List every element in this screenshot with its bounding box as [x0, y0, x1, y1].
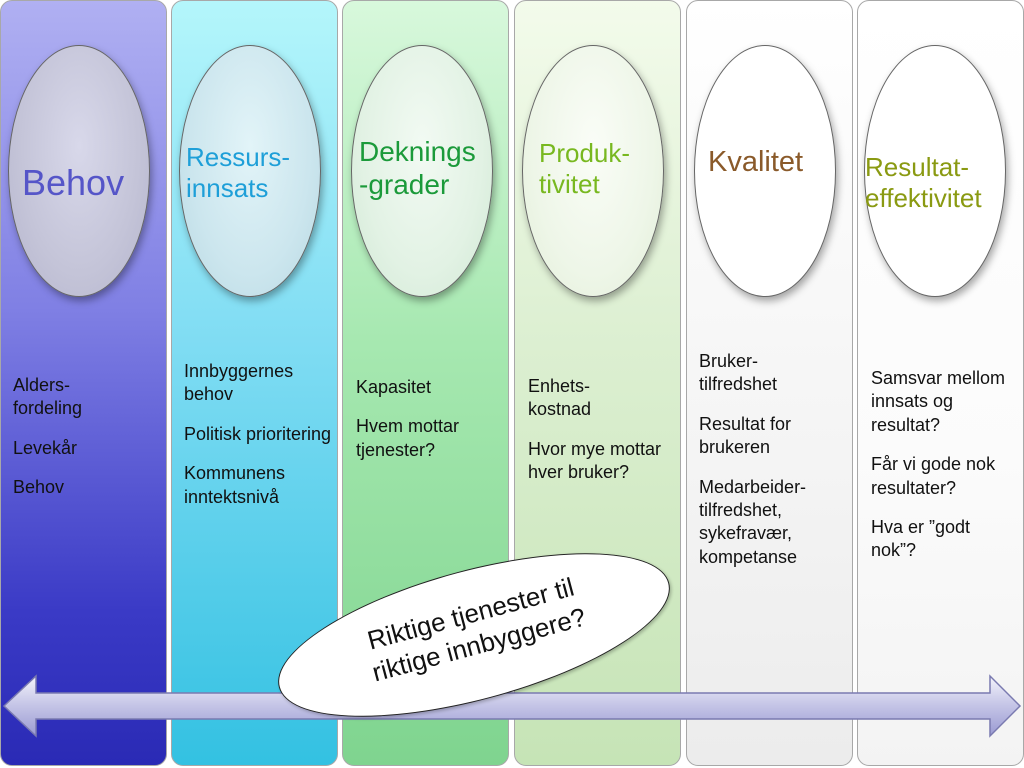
list-item: Levekår — [13, 437, 78, 458]
items-resultateffektivitet: Samsvar mellom innsats og resultat? Får … — [871, 367, 1016, 579]
title-produktivitet: Produk-tivitet — [539, 138, 631, 199]
oval-resultateffektivitet — [864, 45, 1006, 297]
double-headed-arrow-icon — [2, 674, 1022, 738]
oval-produktivitet — [522, 45, 664, 297]
oval-behov — [8, 45, 150, 297]
title-behov: Behov — [22, 162, 125, 203]
list-item: Innbyggernes behov — [184, 361, 294, 405]
list-item: Medarbeider-tilfredshet, sykefravær, kom… — [699, 476, 807, 567]
list-item: Hvem mottar tjenester? — [356, 416, 460, 460]
list-item: Hvor mye mottar hver bruker? — [528, 438, 662, 483]
oval-ressursinnsats — [179, 45, 321, 297]
list-item: Samsvar mellom innsats og resultat? — [871, 368, 1006, 435]
items-produktivitet: Enhets-kostnad Hvor mye mottar hver bruk… — [528, 375, 673, 501]
list-item: Politisk prioritering — [184, 423, 332, 444]
list-item: Bruker-tilfredshet — [699, 351, 778, 395]
title-kvalitet: Kvalitet — [708, 146, 804, 178]
oval-kvalitet — [694, 45, 836, 297]
title-resultateffektivitet: Resultat-effektivitet — [865, 152, 982, 213]
list-item: Hva er ”godt nok”? — [871, 516, 971, 561]
list-item: Enhets-kostnad — [528, 376, 592, 420]
items-dekningsgrader: Kapasitet Hvem mottar tjenester? — [356, 376, 501, 478]
items-behov: Alders-fordeling Levekår Behov — [13, 374, 158, 516]
items-ressursinnsats: Innbyggernes behov Politisk prioritering… — [184, 360, 334, 525]
list-item: Kommunens inntektsnivå — [184, 463, 286, 507]
list-item: Får vi gode nok resultater? — [871, 454, 996, 498]
list-item: Alders-fordeling — [13, 375, 83, 419]
arrow-shape — [2, 674, 1022, 738]
list-item: Kapasitet — [356, 377, 432, 397]
items-kvalitet: Bruker-tilfredshet Resultat for brukeren… — [699, 350, 849, 585]
title-dekningsgrader: Deknings-grader — [359, 136, 476, 201]
list-item: Behov — [13, 477, 65, 498]
list-item: Resultat for brukeren — [699, 413, 792, 458]
title-ressursinnsats: Ressurs-innsats — [186, 142, 291, 203]
oval-dekningsgrader — [351, 45, 493, 297]
